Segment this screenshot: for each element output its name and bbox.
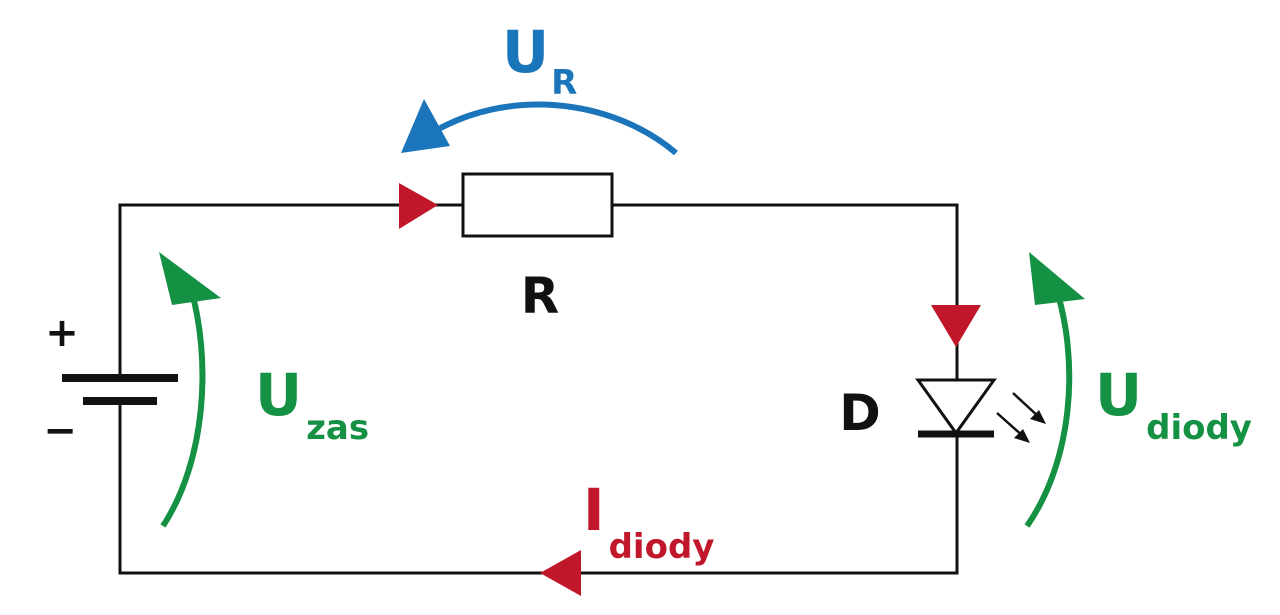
voltage-arc-ur [428, 101, 678, 156]
voltage-arrowhead-uzas [159, 252, 221, 305]
voltage-arrow-ur [401, 99, 678, 156]
battery-plus-label: + [45, 310, 79, 356]
wire-top-left [118, 203, 463, 377]
voltage-arrow-uzas [159, 252, 221, 528]
resistor-symbol [461, 172, 614, 238]
current-arrow-right [931, 305, 981, 347]
voltage-arrowhead-udiody [1029, 252, 1085, 305]
diode-symbol [915, 378, 997, 438]
voltage-label-ur-main: U [502, 18, 549, 86]
diode-label: D [839, 384, 881, 442]
current-arrow-bottom [540, 550, 581, 596]
emission-arrowhead-lower [1014, 429, 1030, 443]
battery-symbol [62, 374, 178, 405]
resistor-label: R [521, 267, 560, 325]
wire-bottom [118, 401, 959, 575]
current-label-main: I [583, 476, 605, 544]
wire-top-right [612, 203, 959, 380]
voltage-label-uzas-main: U [255, 361, 302, 429]
voltage-arrow-udiody [1024, 252, 1085, 528]
voltage-label-ur-sub: R [551, 63, 577, 103]
circuit-wires [118, 203, 959, 575]
battery-minus-label: − [43, 408, 77, 454]
voltage-arrowhead-ur [401, 99, 450, 153]
voltage-arc-udiody [1024, 284, 1073, 528]
current-arrow-top [399, 183, 438, 229]
voltage-label-udiody-main: U [1095, 361, 1142, 429]
voltage-label-udiody-sub: diody [1146, 408, 1252, 448]
current-label-sub: diody [609, 527, 715, 567]
voltage-arc-uzas [160, 284, 206, 528]
emission-arrowhead-upper [1030, 410, 1046, 424]
light-emission-arrows [996, 392, 1046, 443]
current-arrows [399, 183, 981, 596]
diode-triangle [915, 378, 997, 436]
voltage-label-uzas-sub: zas [306, 408, 369, 448]
voltage-label-ur: UR [502, 18, 577, 103]
current-label-i-diody: Idiody [583, 476, 714, 567]
